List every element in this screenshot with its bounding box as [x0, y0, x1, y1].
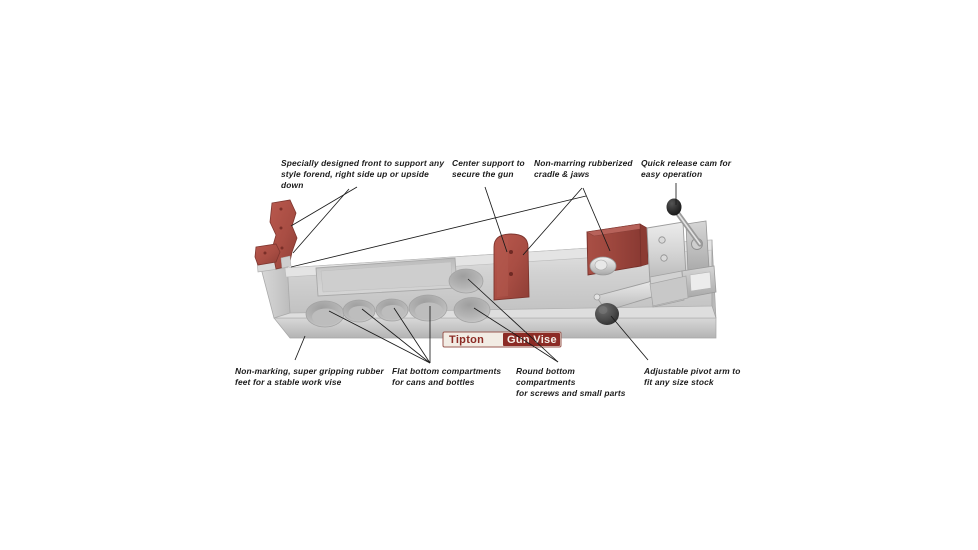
leader-flat-a — [328, 310, 431, 364]
forend-rivet-3 — [280, 246, 284, 250]
round-bottom-compartments — [448, 268, 491, 323]
quick-release-cam-lever — [666, 198, 703, 247]
compartment-group — [305, 257, 491, 328]
callout-round-compartments: Round bottom compartments for screws and… — [516, 366, 626, 399]
callout-rubber-feet: Non-marking, super gripping rubber feet … — [235, 366, 384, 388]
callout-flat-compartments: Flat bottom compartments for cans and bo… — [392, 366, 502, 388]
center-support-hole-bottom — [509, 272, 513, 276]
center-support-block — [493, 233, 530, 301]
leader-front-support-a — [290, 186, 358, 227]
leader-flat-c — [393, 307, 431, 364]
callout-front-support: Specially designed front to support any … — [281, 158, 445, 191]
compartment-flat-3-floor — [381, 305, 405, 319]
callout-center-support: Center support to secure the gun — [452, 158, 525, 180]
flat-bottom-compartments — [305, 294, 448, 328]
compartment-flat-4-floor — [415, 302, 443, 320]
cam-lever-ball-knob — [666, 198, 682, 216]
leader-center-support — [484, 186, 508, 253]
callout-quick-release-cam: Quick release cam for easy operation — [641, 158, 732, 180]
clamp-screw-bottom — [660, 254, 668, 262]
leader-flat-b — [361, 308, 431, 364]
leader-cradle-b — [582, 187, 611, 252]
compartment-round-2 — [453, 297, 491, 323]
center-support-hole-top — [509, 250, 513, 254]
logo-brand-text: Tipton — [449, 334, 484, 346]
forend-blade-front — [254, 243, 281, 266]
rear-clamp-assembly — [586, 198, 717, 325]
leader-cradle-long — [290, 195, 587, 268]
leader-cradle-a — [522, 187, 583, 256]
forend-rivet-2 — [279, 226, 283, 230]
leader-front-support-b — [292, 188, 350, 254]
clamp-screw-top — [658, 236, 666, 244]
compartment-flat-2-floor — [348, 306, 372, 320]
brand-logo-plate: Tipton Gun Vise — [442, 331, 562, 348]
pivot-arm-rail-slot — [689, 271, 712, 292]
cam-lever-rod-highlight — [675, 210, 701, 245]
logo-model-text: Gun Vise — [507, 334, 557, 346]
pivot-arm-knob-shine — [598, 306, 608, 314]
compartment-round-1 — [448, 268, 484, 294]
leader-round-a — [467, 278, 559, 363]
center-support-body — [493, 233, 530, 301]
clamp-post — [649, 275, 689, 307]
leader-lines — [290, 183, 677, 364]
callout-cradle-jaws: Non-marring rubberized cradle & jaws — [534, 158, 633, 180]
center-support-highlight — [497, 237, 508, 297]
front-forend-support — [254, 199, 298, 270]
leader-rubber-feet — [294, 335, 306, 361]
forend-notch — [280, 255, 292, 269]
compartment-flat-1-floor — [312, 308, 340, 326]
callout-pivot-arm: Adjustable pivot arm to fit any size sto… — [644, 366, 741, 388]
leader-pivot-arm — [610, 315, 649, 361]
pivot-arm-pin — [593, 293, 601, 301]
forend-front-rivet — [263, 251, 267, 255]
jaw-pad-side — [639, 223, 649, 267]
jaw-roller-hub — [594, 259, 608, 271]
forend-rivet-1 — [279, 207, 283, 211]
leader-round-b — [473, 307, 559, 363]
